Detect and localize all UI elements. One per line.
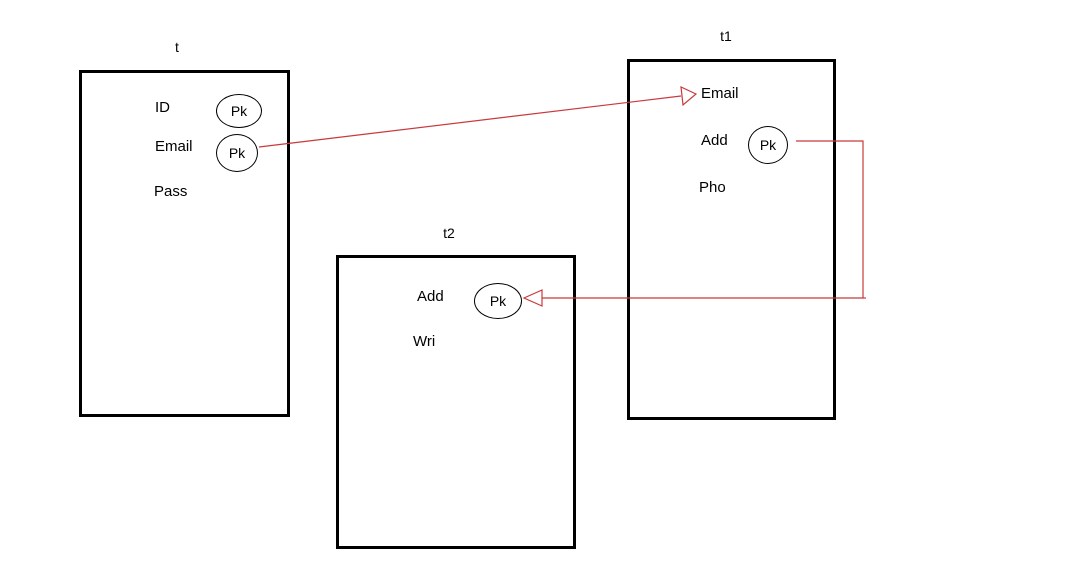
table-t — [79, 70, 290, 417]
table-t2-field-wri: Wri — [413, 333, 436, 350]
table-t1-field-email: Email — [701, 85, 739, 102]
table-t1-pk-badge-add: Pk — [748, 126, 788, 164]
table-t-pk-badge-email: Pk — [216, 134, 258, 172]
relation-email-line — [258, 95, 682, 148]
table-t2-title: t2 — [443, 225, 455, 241]
table-t-field-id: ID — [155, 99, 170, 116]
table-t-pk-badge-id: Pk — [216, 94, 262, 128]
table-t1-title: t1 — [720, 28, 732, 44]
table-t2-pk-badge-add: Pk — [474, 283, 522, 319]
table-t-field-email: Email — [155, 138, 193, 155]
table-t1-field-add: Add — [701, 132, 728, 149]
table-t-title: t — [175, 39, 179, 55]
table-t1 — [627, 59, 836, 420]
table-t-field-pass: Pass — [154, 183, 188, 200]
table-t2-field-add: Add — [417, 288, 444, 305]
table-t2 — [336, 255, 576, 549]
table-t1-field-pho: Pho — [699, 179, 726, 196]
